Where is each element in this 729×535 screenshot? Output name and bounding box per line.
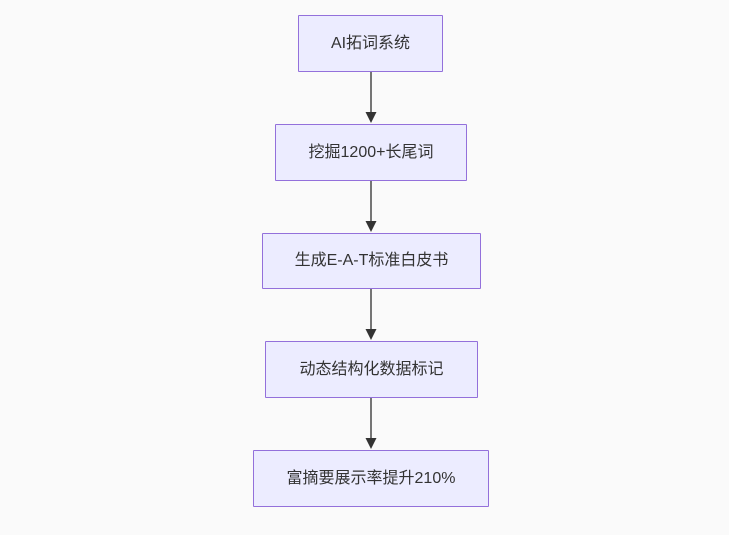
flow-node-label: AI拓词系统 (330, 34, 411, 52)
flow-node-structured-data: 动态结构化数据标记 (265, 341, 478, 398)
flow-node-label: 动态结构化数据标记 (299, 360, 444, 378)
arrow-down-icon (365, 398, 377, 449)
flow-node-rich-snippet-result: 富摘要展示率提升210% (253, 450, 489, 507)
flow-node-label: 生成E-A-T标准白皮书 (294, 252, 449, 270)
arrow-down-icon (365, 181, 377, 232)
flow-node-eat-whitepaper: 生成E-A-T标准白皮书 (262, 233, 481, 289)
flow-node-label: 富摘要展示率提升210% (286, 469, 456, 487)
arrow-down-icon (365, 72, 377, 123)
flow-node-label: 挖掘1200+长尾词 (308, 143, 434, 161)
flow-node-ai-word-expansion: AI拓词系统 (298, 15, 443, 72)
flow-node-longtail-mining: 挖掘1200+长尾词 (275, 124, 467, 181)
arrow-down-icon (365, 289, 377, 340)
